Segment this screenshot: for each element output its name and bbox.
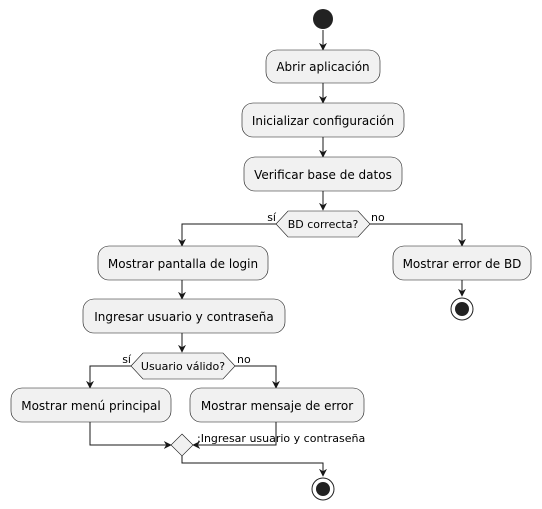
activity-mostrar-pantalla-login: Mostrar pantalla de login bbox=[97, 245, 269, 281]
edge-usuario-yes bbox=[86, 365, 131, 389]
activity-abrir-aplicacion: Abrir aplicación bbox=[265, 49, 381, 84]
edge-merge-end bbox=[181, 456, 327, 477]
decision-label: BD correcta? bbox=[288, 218, 359, 231]
activity-label: Mostrar menú principal bbox=[21, 399, 161, 413]
edge-menu-merge bbox=[89, 422, 172, 449]
branch-label-usuario-yes: sí bbox=[122, 353, 132, 366]
end-node-main bbox=[311, 477, 335, 501]
end-node-bd bbox=[450, 297, 474, 321]
activity-ingresar-usuario-contrasena: Ingresar usuario y contraseña bbox=[82, 298, 286, 334]
edge-bd-no bbox=[370, 223, 466, 247]
activity-mostrar-menu-principal: Mostrar menú principal bbox=[10, 387, 172, 423]
branch-label-usuario-no: no bbox=[237, 353, 251, 366]
activity-label: Inicializar configuración bbox=[252, 114, 394, 128]
activity-label: Mostrar pantalla de login bbox=[108, 257, 258, 271]
activity-mostrar-mensaje-error: Mostrar mensaje de error bbox=[189, 387, 365, 423]
edge-error-merge bbox=[192, 422, 277, 449]
merge-node bbox=[170, 433, 194, 457]
branch-label-bd-no: no bbox=[371, 211, 385, 224]
edges bbox=[86, 30, 466, 477]
decision-bd-correcta: BD correcta? bbox=[275, 210, 371, 238]
activity-label: Ingresar usuario y contraseña bbox=[94, 310, 273, 324]
loop-back-label: :Ingresar usuario y contraseña bbox=[197, 432, 365, 445]
decision-label: Usuario válido? bbox=[141, 360, 225, 373]
edge-usuario-no bbox=[235, 365, 280, 389]
activity-label: Verificar base de datos bbox=[254, 168, 392, 182]
activity-mostrar-error-bd: Mostrar error de BD bbox=[392, 245, 532, 281]
activity-label: Abrir aplicación bbox=[276, 60, 369, 74]
activity-inicializar-configuracion: Inicializar configuración bbox=[241, 102, 405, 138]
branch-label-bd-yes: sí bbox=[267, 211, 277, 224]
activity-label: Mostrar error de BD bbox=[403, 257, 522, 271]
decision-usuario-valido: Usuario válido? bbox=[130, 352, 236, 380]
start-node bbox=[313, 9, 333, 29]
activity-verificar-base-datos: Verificar base de datos bbox=[243, 156, 403, 192]
edge-bd-yes bbox=[178, 223, 276, 247]
activity-label: Mostrar mensaje de error bbox=[201, 399, 353, 413]
